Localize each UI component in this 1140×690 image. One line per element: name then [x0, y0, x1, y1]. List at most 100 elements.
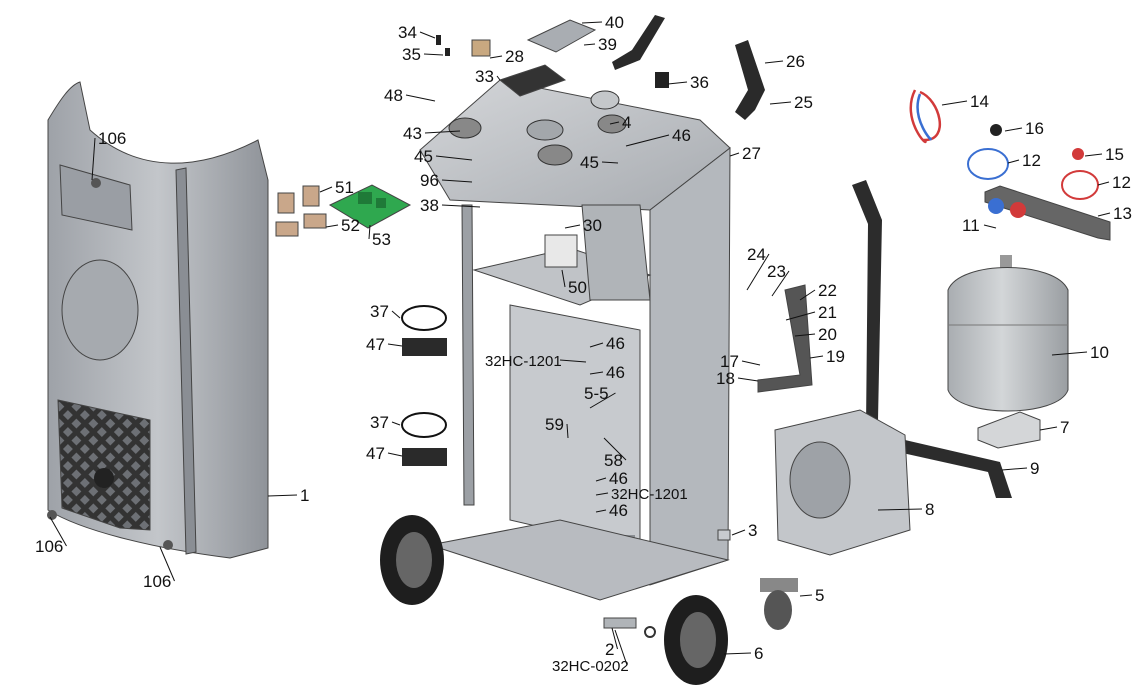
leader-c26	[764, 60, 784, 64]
callout-c36: 36	[690, 73, 709, 92]
callout-c37b: 37	[370, 413, 389, 432]
leader-c12a	[1007, 159, 1020, 164]
fitting-bracket	[757, 284, 813, 393]
leader-cHC1201b	[595, 492, 609, 496]
callout-c46a: 46	[672, 126, 691, 145]
leader-c46b	[589, 342, 604, 348]
callout-c5: 5	[815, 586, 824, 605]
callout-c55: 5-5	[584, 384, 609, 403]
leader-c46e	[595, 509, 607, 513]
leader-c36	[667, 81, 688, 85]
holder-upper	[401, 305, 447, 356]
leader-c45b	[601, 161, 619, 164]
leader-cHC1201a	[559, 359, 587, 363]
leader-c50	[561, 269, 566, 288]
callout-c15: 15	[1105, 145, 1124, 164]
leader-c35	[423, 53, 444, 56]
leader-c6	[723, 652, 752, 655]
callout-c34: 34	[398, 23, 417, 42]
leader-c47b	[387, 452, 403, 457]
leader-cHC0202	[614, 629, 628, 666]
relay-group	[275, 185, 327, 237]
callout-c46e: 46	[609, 501, 628, 520]
leader-c59	[566, 423, 569, 439]
leader-c37b	[391, 421, 401, 426]
leader-c25	[769, 101, 792, 105]
scale-sensor	[977, 411, 1041, 449]
leader-c4	[609, 121, 620, 125]
callout-c58: 58	[604, 451, 623, 470]
callout-c47a: 47	[366, 335, 385, 354]
leader-c106a	[91, 137, 96, 181]
leader-c46a	[625, 134, 670, 147]
leader-c2	[611, 627, 618, 650]
holder-lower	[401, 412, 447, 466]
callout-cHC0202: 32HC-0202	[552, 658, 629, 675]
callout-c2: 2	[605, 640, 614, 659]
display-board	[526, 19, 597, 53]
rear-handle	[852, 180, 1012, 498]
callout-c20: 20	[818, 325, 837, 344]
leader-c19	[809, 355, 824, 359]
leader-c39	[583, 43, 596, 46]
leader-c18	[737, 377, 759, 382]
callout-c4: 4	[622, 113, 631, 132]
leader-c5	[799, 594, 813, 597]
leader-c23	[771, 270, 790, 297]
leader-c96	[441, 179, 473, 183]
leader-c27	[729, 152, 740, 157]
callout-c35: 35	[402, 45, 421, 64]
leader-c14	[941, 100, 968, 106]
callout-c47b: 47	[366, 444, 385, 463]
leader-c10	[1051, 351, 1088, 356]
leader-c34	[419, 31, 436, 39]
handle-grip-26	[735, 40, 765, 120]
control-pcb	[328, 184, 412, 229]
leader-c46c	[589, 371, 604, 375]
callout-c13: 13	[1113, 204, 1132, 223]
callout-c106b: 106	[35, 537, 63, 556]
leader-c30	[564, 224, 581, 229]
leader-c37a	[391, 310, 401, 319]
leader-lines	[49, 21, 1111, 666]
callout-c25: 25	[794, 93, 813, 112]
leader-c33	[496, 75, 501, 81]
callout-cHC1201b: 32HC-1201	[611, 486, 688, 503]
cap-nut	[717, 529, 731, 541]
callout-c43: 43	[403, 124, 422, 143]
leader-c16	[1004, 127, 1023, 132]
leader-c11	[983, 224, 997, 229]
callout-c3: 3	[748, 521, 757, 540]
callout-c23: 23	[767, 262, 786, 281]
leader-c17	[741, 360, 761, 366]
leader-c46d	[595, 477, 607, 482]
leader-c12b	[1097, 181, 1110, 186]
callout-labels: 1234567891011121213141516171819202122232…	[35, 13, 1132, 675]
leader-c43	[424, 130, 461, 134]
callout-c21: 21	[818, 303, 837, 322]
leader-c1	[267, 494, 298, 497]
wheel-left	[380, 515, 444, 605]
caster-wheel	[760, 578, 798, 630]
callout-c39: 39	[598, 35, 617, 54]
wheel-right	[664, 595, 728, 685]
callout-c14: 14	[970, 92, 989, 111]
leader-c38	[441, 204, 481, 208]
callout-c8: 8	[925, 500, 934, 519]
leader-c24	[746, 253, 770, 291]
callout-c26: 26	[786, 52, 805, 71]
axle-pin	[603, 617, 656, 638]
leader-c106c	[159, 546, 175, 582]
leader-c13	[1097, 212, 1111, 217]
leader-c58	[603, 437, 627, 461]
callout-c30: 30	[583, 216, 602, 235]
coupler-blue	[990, 124, 1002, 136]
screws	[436, 35, 450, 56]
callout-c18: 18	[716, 369, 735, 388]
callout-c33: 33	[475, 67, 494, 86]
leader-c8	[877, 508, 923, 511]
callout-c106c: 106	[143, 572, 171, 591]
callout-c16: 16	[1025, 119, 1044, 138]
callout-c96: 96	[420, 171, 439, 190]
leader-c52	[325, 224, 339, 228]
